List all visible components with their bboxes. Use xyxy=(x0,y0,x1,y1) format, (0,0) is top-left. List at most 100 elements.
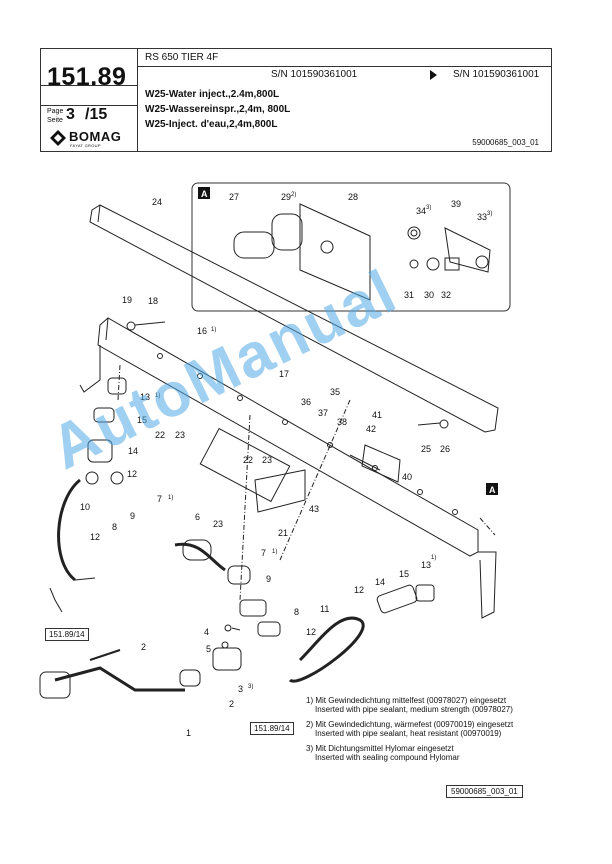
footnote-de: Mit Gewindedichtung, wärmefest (00970019… xyxy=(315,720,514,729)
page-total: /15 xyxy=(85,106,108,123)
footnote-de: Mit Gewindedichtung mittelfest (00978027… xyxy=(315,696,507,705)
callout: 27 xyxy=(229,192,239,202)
callout: 28 xyxy=(348,192,358,202)
callout: 36 xyxy=(301,397,311,407)
svg-text:1): 1) xyxy=(155,393,160,399)
divider xyxy=(137,49,138,151)
right-bracket xyxy=(478,551,497,619)
divider xyxy=(137,66,551,67)
callout: 13 xyxy=(140,392,150,402)
detail-box xyxy=(191,182,511,312)
page-label: Page Seite xyxy=(47,107,63,125)
exploded-parts-drawing: A A 1 2 2 3 4 5 6 7 7 8 8 9 9 10 11 12 1… xyxy=(39,182,511,738)
bomag-logo-icon xyxy=(50,130,66,146)
detail-a-text: A xyxy=(201,189,208,199)
callout: 26 xyxy=(440,444,450,454)
callout: 22 xyxy=(155,430,165,440)
callout: 11 xyxy=(320,604,329,614)
divider xyxy=(41,85,137,86)
callout: 30 xyxy=(424,290,434,300)
callout: 23 xyxy=(213,519,223,529)
callout: 10 xyxy=(80,502,90,512)
detail-a-tag xyxy=(486,483,498,495)
callout: 25 xyxy=(421,444,431,454)
callout: 42 xyxy=(366,424,376,434)
callout: 15 xyxy=(137,415,147,425)
callout: 9 xyxy=(266,574,271,584)
reference-link-bottom[interactable]: 151.89/14 xyxy=(250,722,294,735)
model-name: RS 650 TIER 4F xyxy=(145,52,219,63)
callout: 14 xyxy=(128,446,138,456)
detail-a-tag xyxy=(198,187,210,199)
svg-text:1): 1) xyxy=(431,555,436,561)
callout: 23 xyxy=(175,430,185,440)
brand-name: BOMAG xyxy=(69,129,122,144)
svg-text:1): 1) xyxy=(272,549,277,555)
callout: 19 xyxy=(122,295,132,305)
callout: 13 xyxy=(421,560,431,570)
callout: 22 xyxy=(243,455,253,465)
reference-link-left[interactable]: 151.89/14 xyxy=(45,628,89,641)
bottom-doc-number: 59000685_003_01 xyxy=(446,785,523,798)
callout: 12 xyxy=(90,532,100,542)
callout: 24 xyxy=(152,197,162,207)
callout: 18 xyxy=(148,296,158,306)
callout: 8 xyxy=(294,607,299,617)
callout: 7 xyxy=(261,548,266,558)
callout: 40 xyxy=(402,472,412,482)
callout: 31 xyxy=(404,290,414,300)
callout: 32 xyxy=(441,290,451,300)
footnote-marker: 3) xyxy=(306,744,314,753)
callout: 4 xyxy=(204,627,209,637)
callout: 23 xyxy=(262,455,272,465)
title-de: W25-Wassereinspr.,2,4m, 800L xyxy=(145,104,291,115)
callout: 5 xyxy=(206,644,211,654)
brand-sub: FAYAT GROUP xyxy=(70,143,101,148)
svg-text:3): 3) xyxy=(426,205,431,211)
svg-text:1): 1) xyxy=(168,495,173,501)
callout: 7 xyxy=(157,494,162,504)
callout: 3 xyxy=(238,684,243,694)
svg-text:1): 1) xyxy=(211,327,216,333)
footnote-marker: 1) xyxy=(306,696,314,705)
serial-to: S/N 101590361001 xyxy=(453,69,540,80)
footnote-marker: 2) xyxy=(306,720,314,729)
page-label-en: Seite xyxy=(47,117,63,124)
arrow-right-icon xyxy=(430,70,437,80)
title-en: W25-Water inject.,2.4m,800L xyxy=(145,89,280,100)
footnote-de: Mit Dichtungsmittel Hylomar eingesetzt xyxy=(315,744,454,753)
callout: 2 xyxy=(229,699,234,709)
detail-a-text: A xyxy=(489,485,496,495)
callout: 21 xyxy=(278,528,288,538)
page-number: 151.89 xyxy=(47,63,127,91)
callout: 41 xyxy=(372,410,382,420)
callout: 29 xyxy=(281,192,291,202)
footnote-en: Inserted with pipe sealant, heat resista… xyxy=(315,729,502,738)
callout: 34 xyxy=(416,206,426,216)
callout: 33 xyxy=(477,212,487,222)
callout: 14 xyxy=(375,577,385,587)
page-current: 3 xyxy=(66,106,75,123)
callout: 38 xyxy=(337,417,347,427)
bomag-logo: BOMAG FAYAT GROUP xyxy=(49,127,131,149)
callout: 16 xyxy=(197,326,207,336)
footnote-1: 1) Mit Gewindedichtung mittelfest (00978… xyxy=(306,696,513,714)
callout: 8 xyxy=(112,522,117,532)
title-fr: W25-Inject. d'eau,2,4m,800L xyxy=(145,119,278,130)
page-label-de: Page xyxy=(47,108,64,115)
callout: 12 xyxy=(354,585,364,595)
callout: 12 xyxy=(127,469,137,479)
svg-text:3): 3) xyxy=(487,211,492,217)
left-bracket xyxy=(79,345,101,393)
header-table: RS 650 TIER 4F 151.89 Page Seite 3 /15 B… xyxy=(40,48,552,152)
doc-number: 59000685_003_01 xyxy=(472,138,539,147)
footnote-2: 2) Mit Gewindedichtung, wärmefest (00970… xyxy=(306,720,513,738)
callout: 39 xyxy=(451,199,461,209)
callout: 9 xyxy=(130,511,135,521)
callout-labels: 1 2 2 3 4 5 6 7 7 8 8 9 9 10 11 12 12 12… xyxy=(80,192,487,738)
callout: 2 xyxy=(141,642,146,652)
svg-text:2): 2) xyxy=(291,192,296,198)
callout: 37 xyxy=(318,408,328,418)
callout: 15 xyxy=(399,569,409,579)
callout: 43 xyxy=(309,504,319,514)
